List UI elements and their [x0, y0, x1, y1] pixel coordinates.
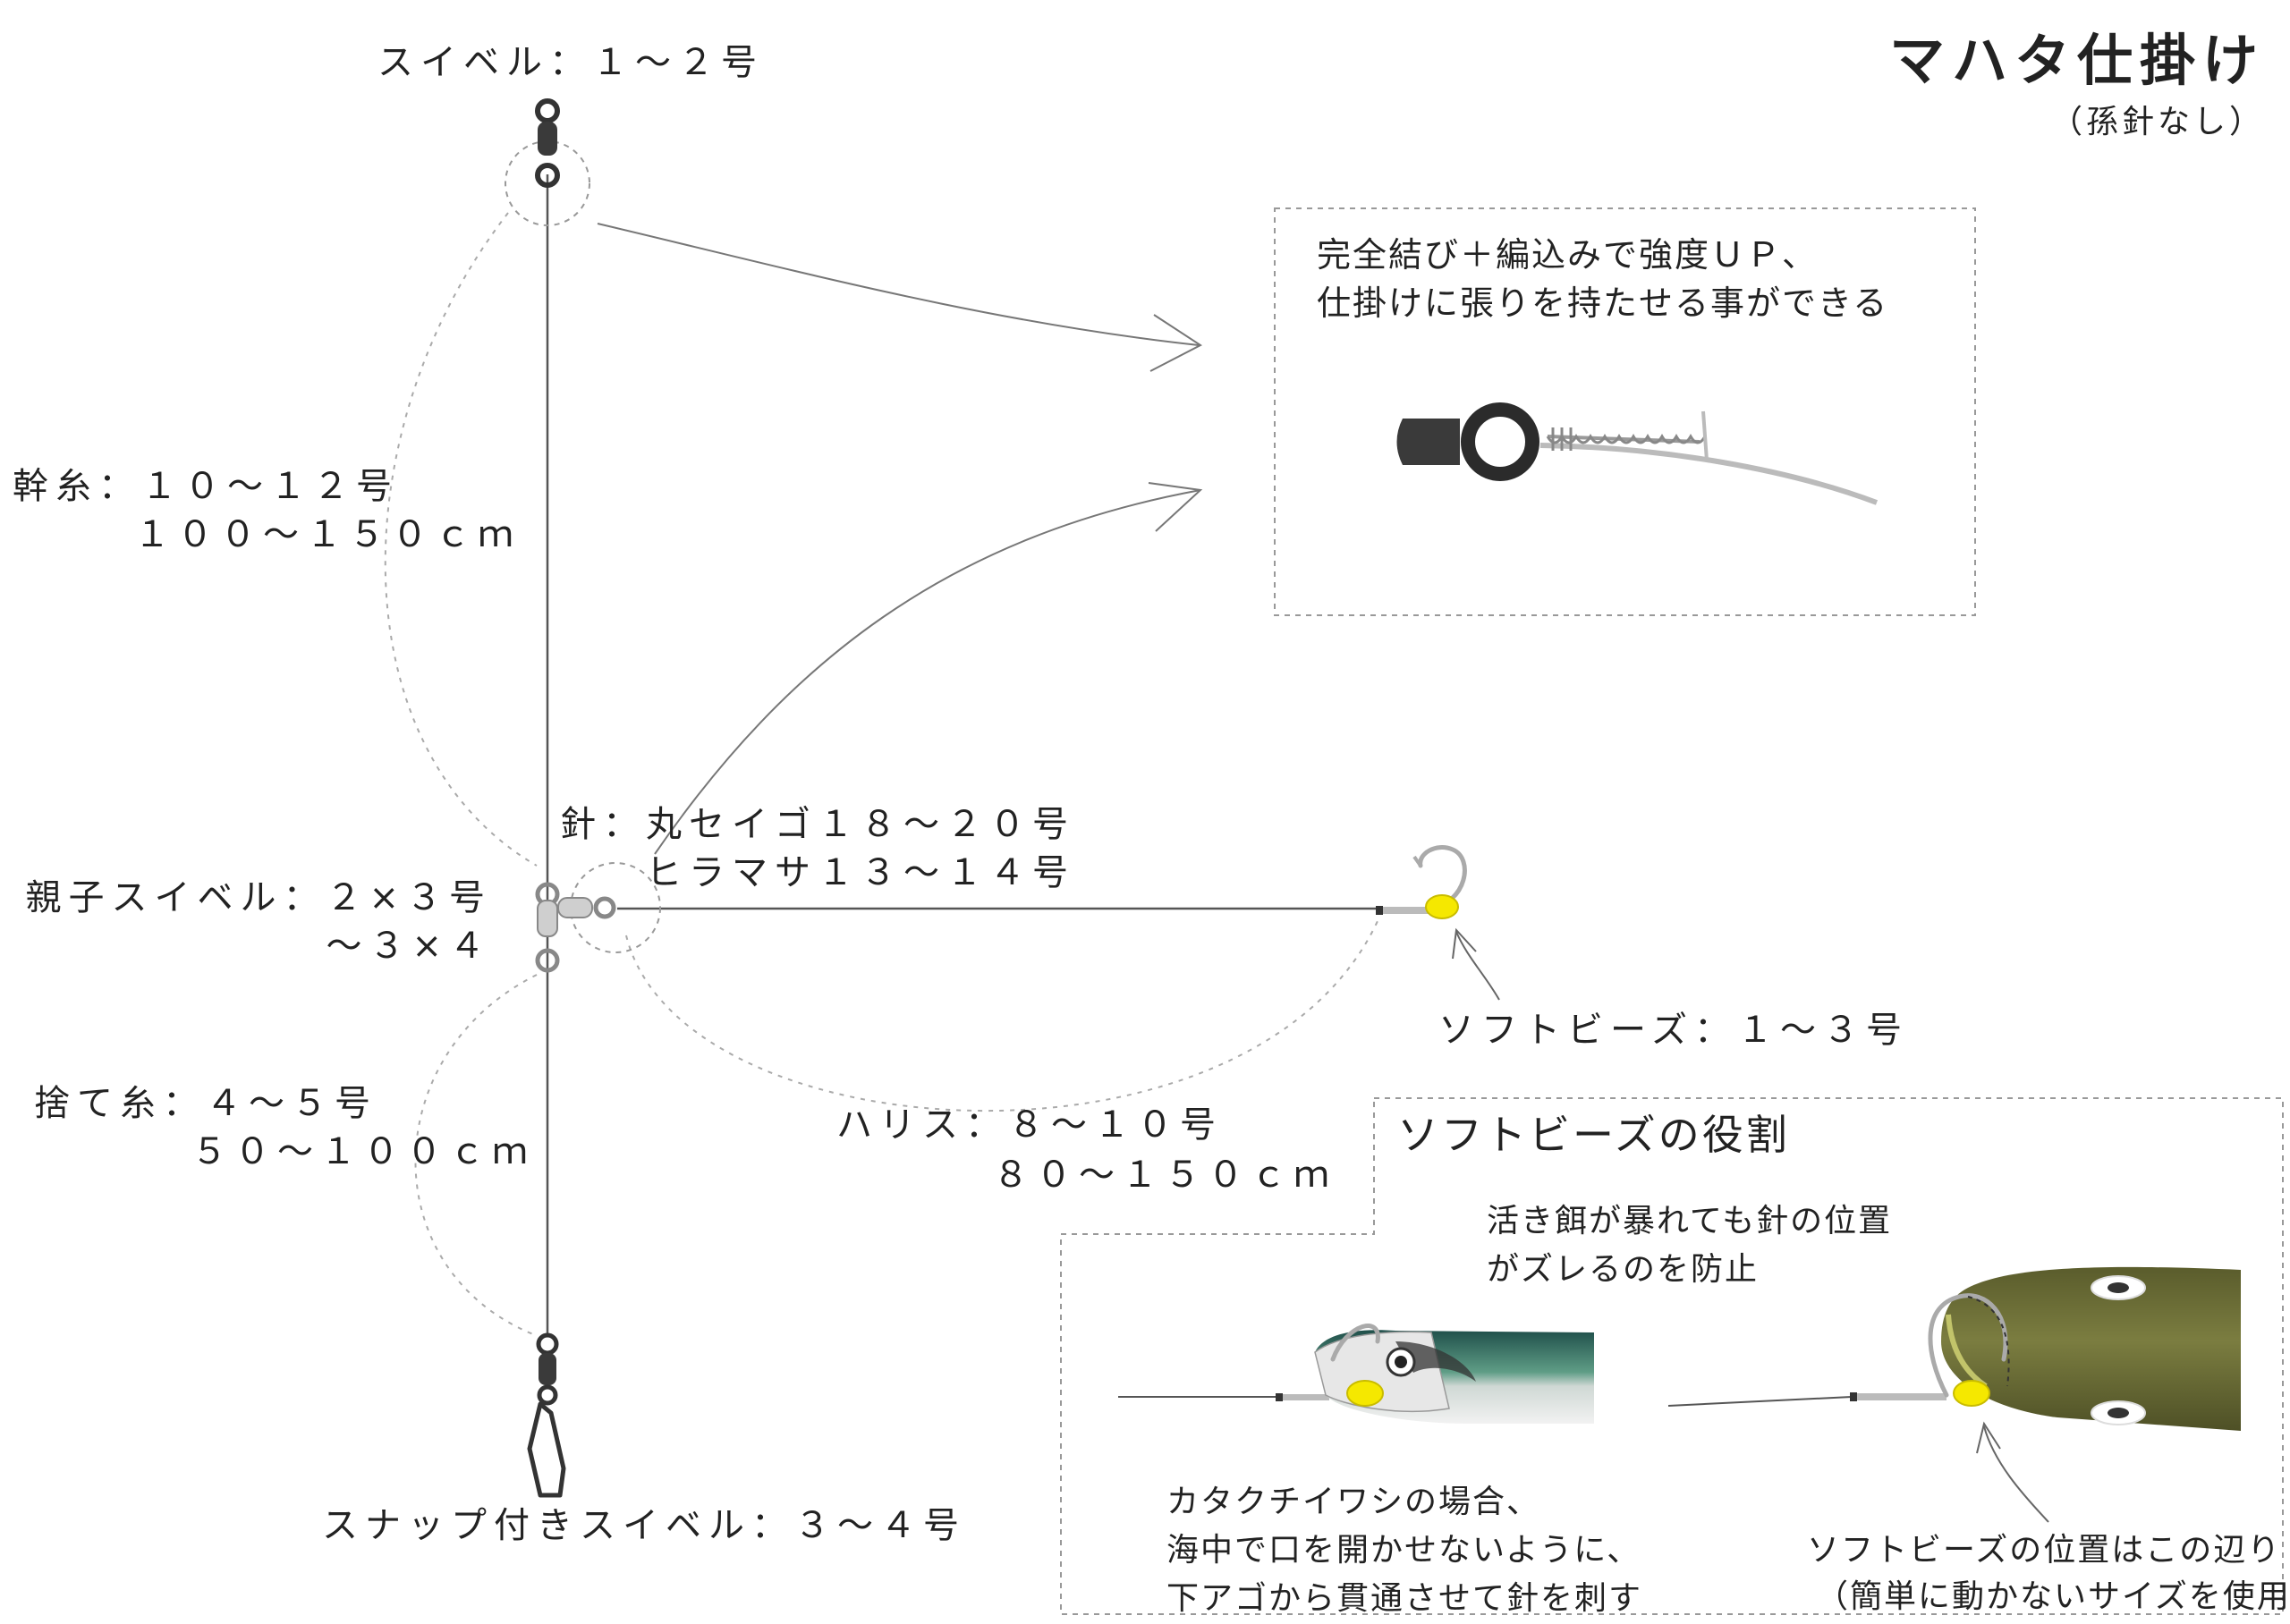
bead-role-box: [1060, 1097, 2284, 1615]
leader-length-label: ８０～１５０ｃｍ: [993, 1155, 1336, 1196]
hook-with-bead-icon: [1376, 845, 1467, 919]
sardine-note-line-2: 海中で口を開かせないように、: [1166, 1532, 1641, 1569]
page-title: マハタ仕掛け: [1888, 28, 2265, 93]
snap-swivel-label: スナップ付きスイベル：３～４号: [322, 1505, 966, 1546]
bead-position-line-2: （簡単に動かないサイズを使用）: [1816, 1578, 2290, 1615]
bead-role-heading: ソフトビーズの役割: [1397, 1111, 1790, 1159]
three-way-swivel-size-label: ～３×４: [326, 926, 492, 967]
sardine-note-line-1: カタクチイワシの場合、: [1166, 1484, 1541, 1520]
hook-alt-label: ヒラマサ１３～１４号: [646, 852, 1075, 893]
callout-arrow-lower: [654, 489, 1201, 855]
bead-purpose-line-1: 活き餌が暴れても針の位置: [1487, 1203, 1893, 1239]
sinker-line-length-label: ５０～１００ｃｍ: [191, 1131, 535, 1172]
bead-position-line-1: ソフトビーズの位置はこの辺り: [1807, 1532, 2282, 1569]
mainline-length-arc: [384, 212, 538, 867]
top-swivel-icon: [535, 98, 560, 188]
snap-swivel-icon: [527, 1332, 566, 1498]
three-way-swivel-label: 親子スイベル：２×３号: [25, 877, 492, 918]
soft-bead-label: ソフトビーズ：１～３号: [1438, 1010, 1909, 1051]
swivel-label: スイベル：１～２号: [377, 42, 764, 83]
callout-arrowhead-upper: [1149, 314, 1202, 372]
leader-label: ハリス：８～１０号: [836, 1104, 1223, 1146]
sinker-line-label: 捨て糸：４～５号: [34, 1083, 377, 1124]
leader-length-arc: [625, 920, 1378, 1112]
callout-arrow-upper: [597, 223, 1200, 346]
knot-detail-illustration: [1396, 402, 1879, 505]
knot-note-line-2: 仕掛けに張りを持たせる事ができる: [1317, 283, 1889, 323]
knot-note-line-1: 完全結び＋編込みで強度ＵＰ、: [1317, 235, 1819, 275]
bait-body-illustration: [1667, 1266, 2241, 1431]
sinker-line-length-arc: [414, 974, 538, 1335]
bead-pointer-arrow: [1455, 931, 1500, 1001]
mainline-length-label: １００～１５０ｃｍ: [134, 514, 521, 555]
three-way-swivel-icon: [535, 882, 616, 973]
bead-purpose-line-2: がズレるのを防止: [1487, 1251, 1760, 1288]
callout-arrowhead-lower: [1148, 482, 1203, 532]
mainline-label: 幹糸：１０～１２号: [13, 466, 399, 507]
page-subtitle: （孫針なし）: [2049, 104, 2265, 140]
sardine-bait-illustration: [1118, 1324, 1594, 1424]
hook-label: 針：丸セイゴ１８～２０号: [560, 804, 1075, 845]
sardine-note-line-3: 下アゴから貫通させて針を刺す: [1166, 1580, 1643, 1617]
bead-position-pointer: [1983, 1425, 2049, 1523]
knot-detail-box: [1274, 207, 1976, 616]
